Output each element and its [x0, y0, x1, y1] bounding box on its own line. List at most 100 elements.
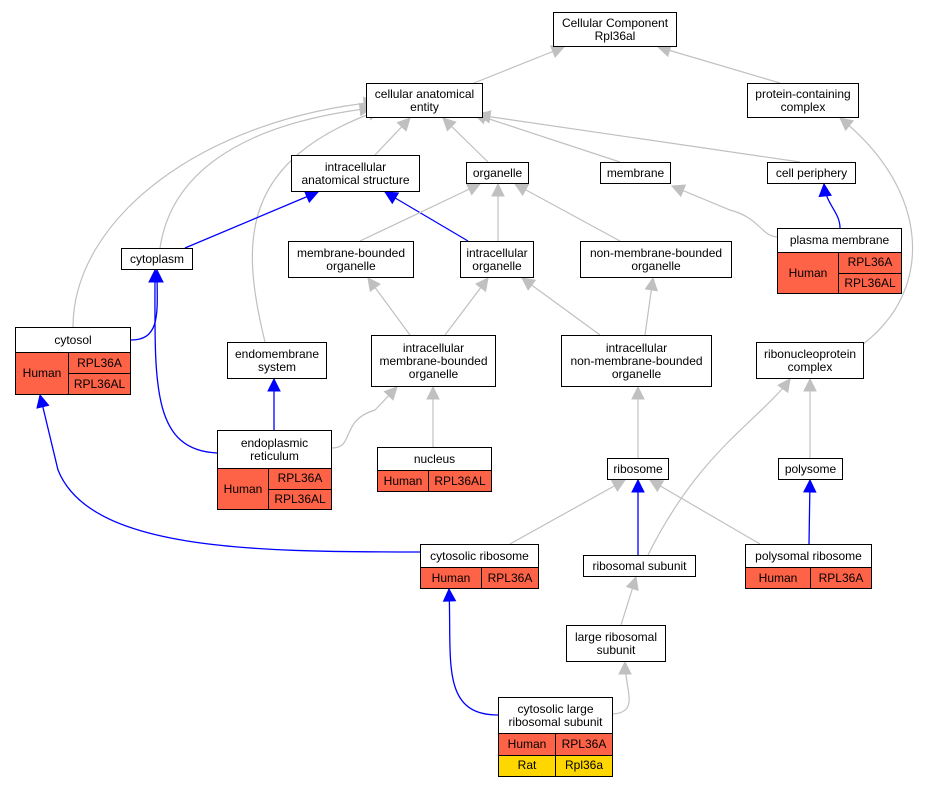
gene-label: RPL36A	[847, 255, 893, 270]
term-label: endoplasmic reticulum	[240, 435, 309, 463]
term-node-intracellular-organelle[interactable]: intracellular organelle	[460, 241, 534, 278]
edge-endoplasmic-reticulum-to-cytoplasm	[148, 268, 218, 454]
annotation-row-human: Human RPL36A RPL36AL	[778, 253, 901, 293]
annotation-row-human: Human RPL36A	[499, 734, 612, 755]
edge-intracellular-nmb-organelle-to-non-membrane-bounded-organelle	[644, 276, 659, 336]
gene-label: RPL36A	[818, 570, 864, 585]
edge-cytosolic-large-ribosomal-subunit-to-large-ribosomal-subunit	[612, 660, 632, 715]
term-node-membrane-bounded-organelle[interactable]: membrane-bounded organelle	[288, 241, 414, 278]
term-node-organelle[interactable]: organelle	[466, 162, 529, 184]
term-node-intracellular-mb-organelle[interactable]: intracellular membrane-bounded organelle	[371, 335, 496, 387]
term-node-cell-periphery[interactable]: cell periphery	[767, 162, 856, 184]
gene-label: RPL36A	[77, 355, 122, 370]
edge-ribosome-to-intracellular-nmb-organelle	[631, 385, 645, 458]
edge-endoplasmic-reticulum-to-endomembrane-system	[267, 377, 281, 430]
edge-non-membrane-bounded-organelle-to-organelle	[514, 183, 621, 242]
edge-cytoplasm-to-intracellular-anatomical-structure	[184, 190, 320, 249]
term-node-cytoplasm[interactable]: cytoplasm	[121, 248, 193, 270]
term-label: intracellular anatomical structure	[301, 159, 410, 187]
term-node-large-ribosomal-subunit[interactable]: large ribosomal subunit	[566, 625, 666, 662]
edge-polysomal-ribosome-to-ribosome	[649, 479, 761, 545]
species-label: Human	[746, 568, 811, 588]
term-label: polysome	[784, 461, 837, 476]
term-node-membrane[interactable]: membrane	[600, 162, 671, 184]
term-label: ribonucleoprotein complex	[763, 346, 857, 374]
term-label: cell periphery	[775, 165, 848, 180]
gene-label: RPL36A	[561, 736, 607, 751]
term-label: protein-containing complex	[755, 86, 851, 114]
term-node-polysome[interactable]: polysome	[778, 458, 843, 480]
edge-cellular-anatomical-entity-to-root	[473, 45, 566, 84]
term-label: organelle	[472, 165, 523, 180]
term-label: nucleus	[413, 451, 456, 466]
annotation-row-human: Human RPL36A	[746, 568, 871, 588]
edge-intracellular-anatomical-structure-to-cellular-anatomical-entity	[374, 117, 411, 156]
edge-intracellular-mb-organelle-to-membrane-bounded-organelle	[367, 277, 411, 336]
term-node-cellular-anatomical-entity[interactable]: cellular anatomical entity	[366, 83, 483, 118]
gene-label: RPL36AL	[69, 373, 130, 394]
term-label: intracellular non-membrane-bounded organ…	[570, 340, 703, 381]
term-label: endomembrane system	[234, 346, 320, 374]
edge-membrane-to-cellular-anatomical-entity	[472, 111, 621, 163]
term-label: ribosomal subunit	[592, 558, 687, 573]
edge-intracellular-organelle-to-intracellular-anatomical-structure	[384, 191, 469, 242]
species-label: Human	[421, 568, 482, 588]
edge-endoplasmic-reticulum-to-intracellular-mb-organelle	[331, 386, 398, 449]
term-node-root[interactable]: Cellular Component Rpl36al	[553, 12, 677, 47]
term-node-intracellular-anatomical-structure[interactable]: intracellular anatomical structure	[291, 155, 420, 192]
term-node-endomembrane-system[interactable]: endomembrane system	[227, 342, 327, 379]
edge-protein-containing-complex-to-root	[656, 44, 781, 84]
term-node-protein-containing-complex[interactable]: protein-containing complex	[747, 83, 859, 118]
term-label: Cellular Component Rpl36al	[561, 15, 669, 43]
edge-cell-periphery-to-cellular-anatomical-entity	[476, 110, 801, 163]
edge-rnp-complex-to-protein-containing-complex	[839, 117, 914, 346]
edge-membrane-bounded-organelle-to-organelle	[359, 183, 482, 242]
term-node-intracellular-nmb-organelle[interactable]: intracellular non-membrane-bounded organ…	[561, 335, 712, 387]
edge-cytosolic-large-ribosomal-subunit-to-cytosolic-ribosome	[442, 587, 499, 716]
term-label: intracellular membrane-bounded organelle	[379, 340, 488, 381]
gene-label: RPL36AL	[269, 488, 331, 510]
term-label: non-membrane-bounded organelle	[589, 245, 723, 273]
gene-label: Rpl36a	[564, 758, 604, 773]
term-label: cellular anatomical entity	[374, 86, 475, 114]
edge-polysomal-ribosome-to-polysome	[802, 478, 817, 545]
edge-plasma-membrane-to-cell-periphery	[818, 182, 841, 229]
term-label: membrane	[606, 165, 665, 180]
edge-intracellular-nmb-organelle-to-intracellular-organelle	[521, 277, 601, 336]
species-label: Human	[378, 471, 429, 491]
edge-large-ribosomal-subunit-to-ribosomal-subunit	[620, 575, 639, 626]
term-node-rnp-complex[interactable]: ribonucleoprotein complex	[756, 342, 864, 379]
annotation-row-human: Human RPL36AL	[378, 471, 491, 491]
annotation-row-human: Human RPL36A	[421, 568, 538, 588]
term-label: cytosol	[54, 332, 92, 347]
species-label: Human	[218, 469, 269, 509]
term-label: polysomal ribosome	[755, 548, 862, 563]
species-label: Human	[499, 734, 556, 755]
edge-intracellular-mb-organelle-to-intracellular-organelle	[444, 277, 489, 336]
term-node-ribosomal-subunit[interactable]: ribosomal subunit	[583, 555, 696, 577]
species-label: Rat	[499, 755, 556, 776]
term-node-ribosome[interactable]: ribosome	[607, 458, 669, 480]
gene-label: RPL36A	[487, 570, 533, 585]
edge-cytosolic-ribosome-to-ribosome	[509, 479, 626, 545]
edge-plasma-membrane-to-membrane	[670, 184, 778, 238]
term-label: large ribosomal subunit	[574, 629, 658, 657]
species-label: Human	[778, 253, 839, 293]
edge-organelle-to-cellular-anatomical-entity	[442, 117, 489, 163]
edge-cytosolic-ribosome-to-cytosol	[36, 393, 421, 553]
term-label: cytosolic ribosome	[430, 548, 529, 563]
term-label: ribosome	[613, 461, 663, 476]
gene-label: RPL36AL	[839, 272, 901, 294]
term-node-non-membrane-bounded-organelle[interactable]: non-membrane-bounded organelle	[580, 241, 732, 278]
edge-nucleus-to-intracellular-mb-organelle	[426, 385, 440, 447]
gene-label: RPL36AL	[434, 473, 486, 488]
term-label: membrane-bounded organelle	[296, 245, 406, 273]
